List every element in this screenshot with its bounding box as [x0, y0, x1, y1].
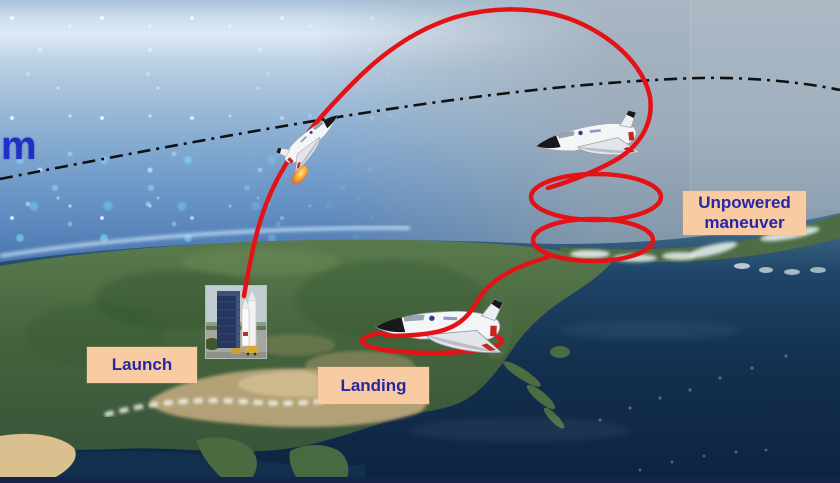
land-highlight — [180, 248, 340, 276]
orbiter-nose — [242, 299, 249, 308]
altitude-label: m — [1, 124, 37, 168]
arabian-peninsula — [0, 433, 76, 483]
maneuver-loop-2 — [530, 216, 656, 264]
unpowered-maneuver-label: Unpowered maneuver — [683, 191, 806, 235]
wheel — [253, 352, 257, 356]
rocket-flame-icon — [290, 165, 308, 187]
orbit-dash-dot-line — [0, 76, 840, 181]
booster-nose — [248, 291, 256, 300]
launch-pad-photo — [204, 285, 267, 359]
landing-label-text: Landing — [340, 375, 407, 395]
pad-apron — [206, 352, 266, 358]
launch-label-text: Launch — [111, 355, 173, 374]
kuril-islands — [734, 263, 826, 275]
unpowered-label-line2: maneuver — [704, 213, 785, 232]
unpowered-label-line1: Unpowered — [698, 193, 791, 212]
launch-pad-scene — [204, 286, 266, 358]
pacific-island-chain — [598, 354, 788, 472]
maneuver-loop-1 — [528, 171, 664, 223]
tower-grid — [217, 301, 240, 343]
india — [196, 437, 257, 483]
bottom-edge — [0, 477, 840, 483]
trajectory-descent-path — [383, 254, 552, 339]
yellow-vehicle — [231, 348, 241, 354]
indian-ocean — [0, 451, 365, 483]
northeast-coast — [560, 214, 840, 262]
desert-patch — [255, 334, 335, 356]
orbiter-stripe — [243, 332, 248, 336]
launch-label: Launch — [87, 347, 197, 383]
cloud-streak — [410, 418, 630, 442]
tower-face — [236, 294, 240, 348]
yellow-vehicle — [245, 346, 258, 353]
cloud-streak — [560, 320, 740, 340]
wheel — [246, 352, 250, 356]
pad-bush — [204, 338, 220, 350]
sky-seam — [690, 0, 840, 210]
southeast-asia — [289, 445, 349, 483]
spaceplane-landing-icon — [374, 294, 504, 354]
landing-label: Landing — [318, 367, 429, 404]
atmosphere-limb-glow — [0, 225, 411, 258]
tower-top — [217, 291, 240, 296]
trajectory-ascent-path — [241, 7, 653, 299]
